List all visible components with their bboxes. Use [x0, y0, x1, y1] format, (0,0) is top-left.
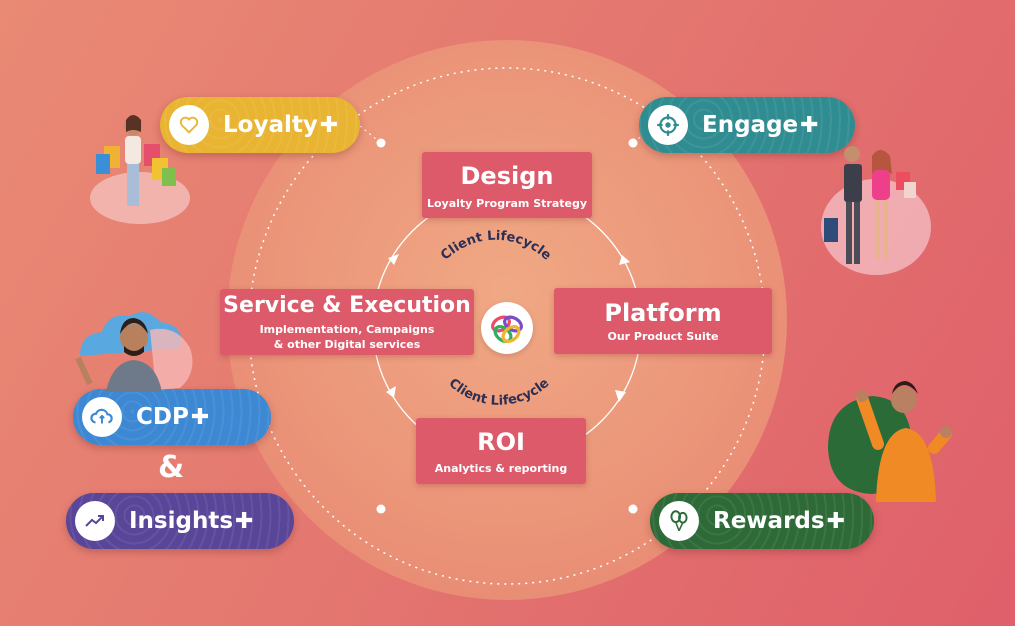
service-subtitle-line1: Implementation, Campaigns — [259, 323, 435, 336]
arrow-head — [386, 386, 396, 398]
engage-pill[interactable]: Engage ✚ — [639, 97, 855, 153]
lifecycle-label-bottom: Client Lifecycle — [446, 376, 553, 409]
knot-logo-icon — [491, 315, 523, 343]
plus-icon: ✚ — [319, 112, 339, 138]
service-title: Service & Execution — [223, 293, 471, 318]
roi-box: ROI Analytics & reporting — [416, 418, 586, 484]
design-box: Design Loyalty Program Strategy — [422, 152, 592, 218]
couple-illustration — [821, 146, 931, 275]
celebrating-man-illustration — [828, 381, 952, 502]
lifecycle-label-top: Client Lifecycle — [438, 229, 554, 264]
smiling-man-illustration — [75, 312, 193, 392]
trend-up-icon — [75, 501, 115, 541]
rewards-label: Rewards — [713, 508, 825, 534]
ring-dot — [376, 504, 386, 514]
plus-icon: ✚ — [800, 112, 819, 138]
plus-icon: ✚ — [190, 404, 210, 430]
cloud-sync-icon — [82, 397, 122, 437]
engage-label: Engage — [702, 112, 799, 138]
plus-icon: ✚ — [826, 508, 846, 534]
platform-subtitle: Our Product Suite — [607, 330, 719, 343]
ring-dot — [628, 504, 638, 514]
loyalty-pill[interactable]: Loyalty ✚ — [160, 97, 360, 153]
arrow-head — [388, 254, 399, 265]
brand-logo — [481, 302, 533, 354]
shopper-woman-illustration — [90, 115, 190, 224]
target-icon — [648, 105, 688, 145]
rewards-pill[interactable]: Rewards ✚ — [650, 493, 874, 549]
service-execution-box: Service & Execution Implementation, Camp… — [220, 289, 474, 355]
cdp-label: CDP — [136, 404, 189, 430]
insights-pill[interactable]: Insights ✚ — [66, 493, 294, 549]
roi-title: ROI — [477, 428, 525, 456]
design-title: Design — [460, 162, 554, 190]
insights-label: Insights — [129, 508, 234, 534]
platform-box: Platform Our Product Suite — [554, 288, 772, 354]
design-subtitle: Loyalty Program Strategy — [426, 197, 588, 210]
loyalty-label: Loyalty — [223, 112, 318, 138]
roi-subtitle: Analytics & reporting — [434, 462, 568, 475]
service-subtitle-line2: & other Digital services — [273, 338, 421, 351]
plus-icon: ✚ — [235, 508, 254, 534]
heart-icon — [169, 105, 209, 145]
ring-dot — [376, 138, 386, 148]
platform-title: Platform — [604, 299, 722, 327]
arrow-head — [619, 255, 630, 265]
balloons-icon — [659, 501, 699, 541]
ampersand: & — [158, 450, 185, 485]
ring-dot — [628, 138, 638, 148]
arrow-head — [615, 390, 626, 402]
cdp-pill[interactable]: CDP ✚ — [73, 389, 271, 445]
connector-line — [359, 125, 382, 144]
